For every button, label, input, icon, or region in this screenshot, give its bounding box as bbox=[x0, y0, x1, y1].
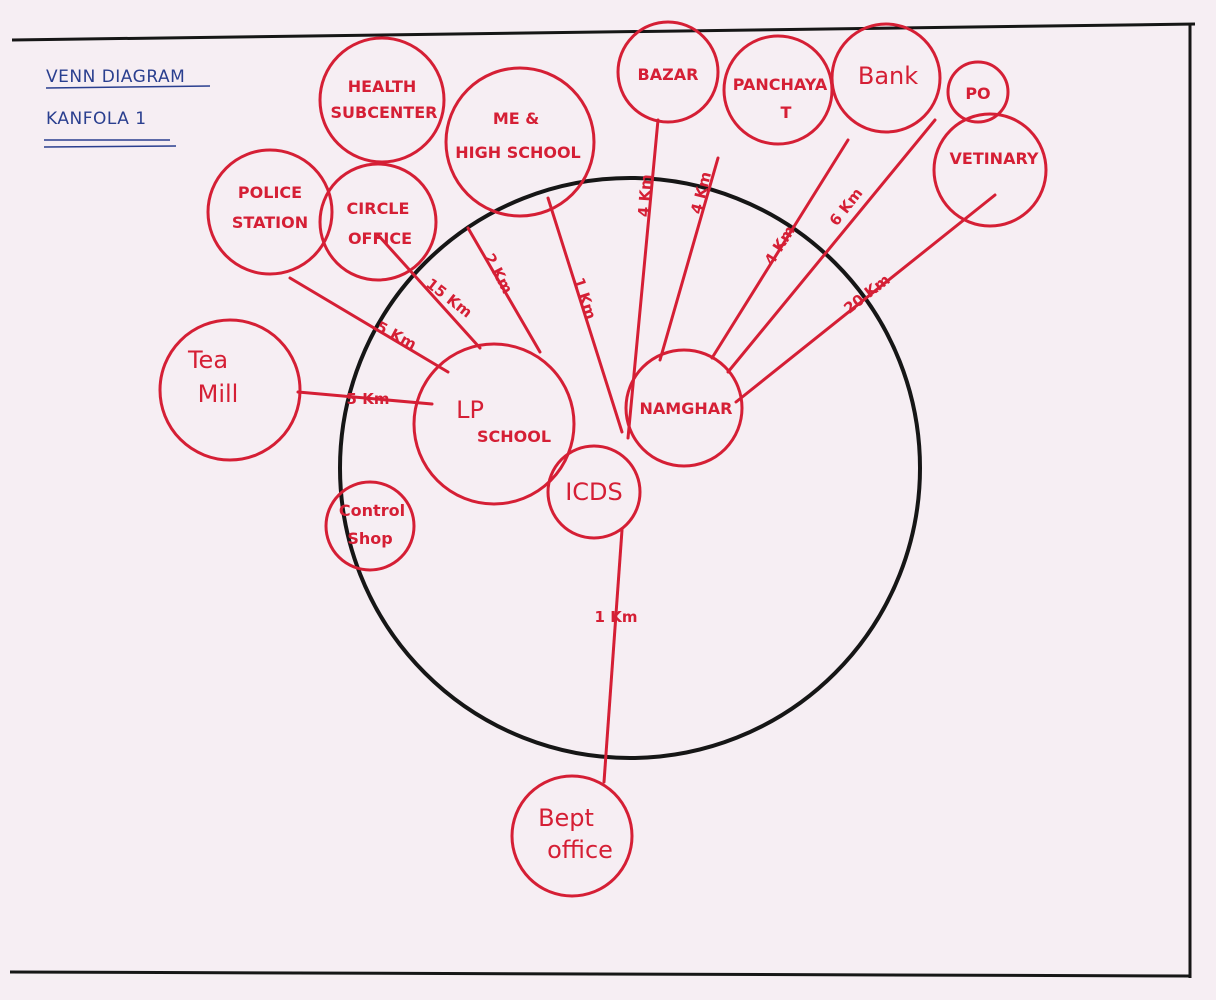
node-label-bept-line2: office bbox=[547, 836, 613, 864]
node-lp-school: LP SCHOOL bbox=[412, 342, 576, 506]
node-label-icds: ICDS bbox=[565, 478, 623, 506]
connections bbox=[288, 118, 997, 784]
line-vet-namghar bbox=[734, 193, 997, 404]
title-line-1: VENN DIAGRAM bbox=[46, 67, 185, 87]
node-label-vetinary: VETINARY bbox=[950, 149, 1039, 168]
node-namghar: NAMGHAR bbox=[624, 348, 744, 468]
distance-bept-office: 1 Km bbox=[595, 608, 638, 626]
line-tea-lp bbox=[296, 390, 434, 406]
node-label-circle-line1: CIRCLE bbox=[347, 199, 410, 218]
distance-panchayat: 4 Km bbox=[687, 170, 715, 216]
node-label-health-line1: HEALTH bbox=[348, 77, 417, 96]
distance-me-high-school: 1 Km bbox=[570, 275, 600, 321]
distance-tea-mill: 5 Km bbox=[347, 390, 390, 408]
node-icds: ICDS bbox=[546, 444, 642, 540]
node-bank: Bank bbox=[830, 22, 942, 134]
distance-bank: 4 Km bbox=[761, 222, 799, 268]
title-line-2: KANFOLA 1 bbox=[46, 109, 147, 129]
node-label-bazar: BAZAR bbox=[638, 65, 699, 84]
node-tea-mill: Tea Mill bbox=[158, 318, 302, 462]
line-panchayat-namghar bbox=[658, 156, 720, 362]
line-health-lp bbox=[466, 226, 542, 354]
node-po: PO bbox=[946, 60, 1010, 124]
line-me-icds bbox=[546, 196, 624, 434]
node-label-me-line2: HIGH SCHOOL bbox=[455, 143, 581, 162]
line-circle-lp bbox=[376, 233, 482, 350]
node-label-panchayat-line2: T bbox=[781, 103, 792, 122]
node-police-station: POLICE STATION bbox=[206, 148, 334, 276]
node-label-panchayat-line1: PANCHAYA bbox=[733, 75, 828, 94]
node-label-me-line1: ME & bbox=[493, 109, 539, 128]
node-label-control-line2: Shop bbox=[347, 529, 392, 548]
village-boundary bbox=[338, 176, 922, 760]
node-label-namghar: NAMGHAR bbox=[640, 399, 733, 418]
node-circle-office: CIRCLE OFFICE bbox=[318, 162, 438, 282]
node-bazar: BAZAR bbox=[616, 20, 720, 124]
distance-police-station: 5 Km bbox=[373, 318, 419, 354]
node-panchayat: PANCHAYA T bbox=[722, 34, 834, 146]
line-icds-bept bbox=[602, 528, 624, 784]
node-label-bank: Bank bbox=[858, 62, 918, 90]
title: VENN DIAGRAM KANFOLA 1 bbox=[43, 67, 211, 148]
node-label-circle-line2: OFFICE bbox=[348, 229, 412, 248]
node-label-lp-line2: SCHOOL bbox=[477, 427, 551, 446]
node-label-po: PO bbox=[965, 84, 990, 103]
node-label-bept-line1: Bept bbox=[538, 804, 594, 832]
node-label-tea-line2: Mill bbox=[198, 380, 239, 408]
frame-bottom bbox=[9, 970, 1191, 978]
line-bazar-icds bbox=[626, 118, 660, 440]
frame-top bbox=[11, 22, 1196, 42]
node-label-control-line1: Control bbox=[339, 501, 405, 520]
line-police-lp bbox=[288, 276, 450, 374]
node-health-subcenter: HEALTH SUBCENTER bbox=[318, 36, 446, 164]
line-bank-namghar bbox=[710, 138, 850, 360]
node-label-police-line1: POLICE bbox=[238, 183, 302, 202]
line-po-namghar bbox=[726, 118, 937, 374]
node-label-lp-line1: LP bbox=[456, 396, 484, 424]
node-label-tea-line1: Tea bbox=[187, 346, 228, 374]
node-bept-office: Bept office bbox=[510, 774, 634, 898]
distance-health-subcenter: 2 Km bbox=[480, 250, 516, 296]
node-vetinary: VETINARY bbox=[932, 112, 1048, 228]
node-label-health-line2: SUBCENTER bbox=[331, 103, 438, 122]
distance-po: 6 Km bbox=[826, 184, 867, 229]
node-control-shop: Control Shop bbox=[324, 480, 416, 572]
distance-bazar: 4 Km bbox=[635, 174, 656, 218]
node-label-police-line2: STATION bbox=[232, 213, 308, 232]
node-me-high-school: ME & HIGH SCHOOL bbox=[444, 66, 596, 218]
